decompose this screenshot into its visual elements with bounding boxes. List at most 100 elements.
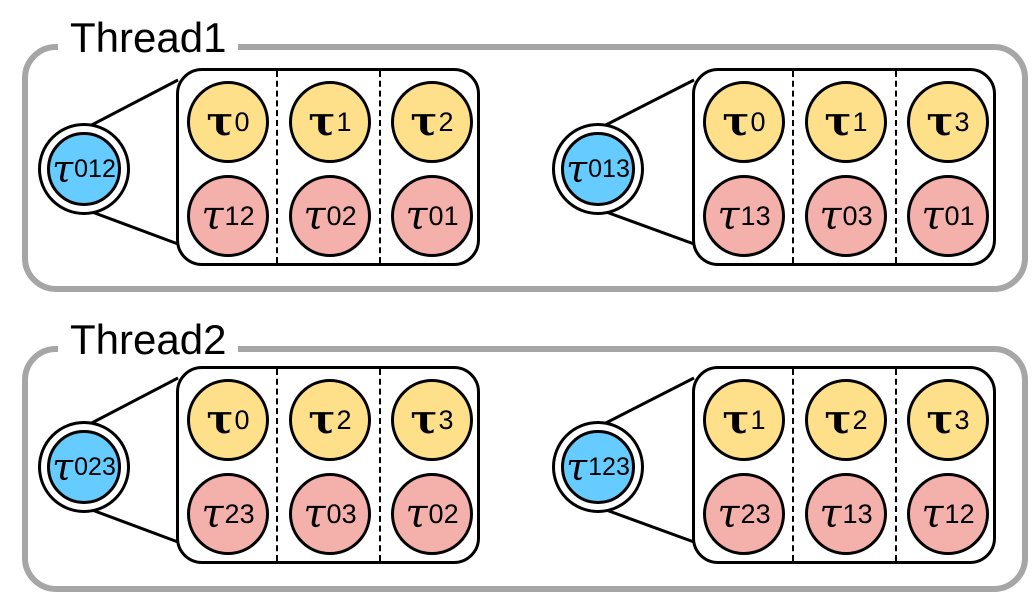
dashed-divider: [895, 71, 897, 263]
node-symbol: τ: [303, 491, 326, 537]
node-subscript: 2: [438, 106, 454, 137]
node-subscript: 13: [842, 498, 873, 529]
root-symbol: τ: [566, 445, 588, 489]
node-subscript: 2: [852, 404, 868, 435]
root-subscript: 012: [74, 154, 116, 183]
root-subscript: 123: [588, 452, 630, 481]
node-subscript: 1: [750, 404, 766, 435]
node-symbol: τ: [717, 491, 740, 537]
node-subscript: 03: [842, 200, 873, 231]
node-subscript: 01: [428, 200, 459, 231]
node-subscript: 13: [740, 200, 771, 231]
connector-lines: [597, 376, 695, 544]
node-subscript: 12: [224, 200, 255, 231]
node-symbol: τ: [824, 396, 852, 443]
thread-frame: [22, 346, 1028, 592]
node-subscript: 1: [336, 106, 352, 137]
node-symbol: τ: [819, 193, 842, 239]
node-symbol: τ: [206, 98, 234, 145]
node-subscript: 02: [428, 498, 459, 529]
node-subscript: 0: [234, 404, 250, 435]
node-symbol: τ: [308, 396, 336, 443]
thread-label: Thread2: [58, 318, 239, 362]
node-symbol: τ: [308, 98, 336, 145]
node-symbol: τ: [819, 491, 842, 537]
node-symbol: τ: [201, 491, 224, 537]
dashed-divider: [792, 369, 794, 561]
node-symbol: τ: [405, 193, 428, 239]
node-symbol: τ: [926, 98, 954, 145]
connector-lines: [83, 376, 179, 544]
node-symbol: τ: [926, 396, 954, 443]
node-symbol: τ: [206, 396, 234, 443]
thread-frame: [22, 44, 1028, 292]
dashed-divider: [276, 71, 278, 263]
node-subscript: 02: [326, 200, 357, 231]
root-symbol: τ: [52, 445, 74, 489]
root-symbol: τ: [566, 147, 588, 191]
node-symbol: τ: [405, 491, 428, 537]
node-symbol: τ: [722, 98, 750, 145]
node-symbol: τ: [717, 193, 740, 239]
dashed-divider: [379, 369, 381, 561]
node-subscript: 1: [852, 106, 868, 137]
dashed-divider: [276, 369, 278, 561]
node-symbol: τ: [921, 193, 944, 239]
node-subscript: 3: [438, 404, 454, 435]
node-subscript: 23: [224, 498, 255, 529]
root-subscript: 023: [74, 452, 116, 481]
thread-label: Thread1: [58, 16, 239, 60]
node-subscript: 0: [750, 106, 766, 137]
dashed-divider: [379, 71, 381, 263]
root-symbol: τ: [52, 147, 74, 191]
node-symbol: τ: [303, 193, 326, 239]
node-subscript: 03: [326, 498, 357, 529]
connector-lines: [597, 78, 695, 246]
node-subscript: 23: [740, 498, 771, 529]
node-symbol: τ: [201, 193, 224, 239]
node-subscript: 01: [944, 200, 975, 231]
root-subscript: 013: [588, 154, 630, 183]
node-symbol: τ: [824, 98, 852, 145]
dashed-divider: [895, 369, 897, 561]
node-subscript: 3: [954, 106, 970, 137]
node-subscript: 12: [944, 498, 975, 529]
node-subscript: 2: [336, 404, 352, 435]
